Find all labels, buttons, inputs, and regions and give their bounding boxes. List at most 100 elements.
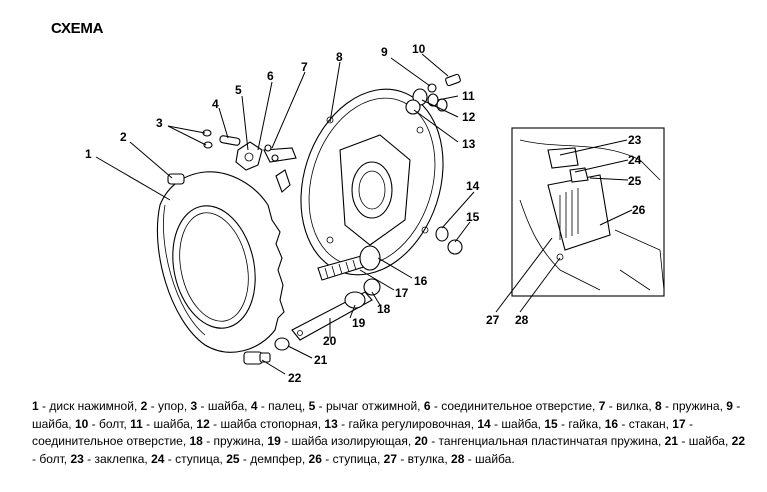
- washer-21-drawing: [274, 337, 290, 351]
- callout-20: 20: [323, 334, 337, 348]
- legend-item-8: 8 - пружина,: [655, 399, 727, 413]
- legend-item-13: 13 - гайка регулировочная,: [324, 416, 478, 431]
- legend-item-6: 6 - соединительное отверстие,: [423, 399, 599, 413]
- legend-item-10: 10 - болт,: [74, 416, 131, 431]
- legend-item-15: 15 - гайка,: [544, 416, 605, 431]
- release-lever-group-drawing: [202, 129, 297, 193]
- leader-lines: [95, 53, 633, 375]
- bolt-washer-stack-drawing: [405, 73, 461, 115]
- legend-item-23: 23 - заклепка,: [70, 451, 152, 466]
- driven-disc-drawing: [300, 88, 444, 276]
- pressure-disc-drawing: [156, 171, 285, 353]
- legend-item-5: 5 - рычаг отжимной,: [308, 399, 424, 413]
- legend-number: 6: [423, 399, 431, 413]
- callout-18: 18: [377, 302, 391, 316]
- callout-13: 13: [462, 137, 476, 151]
- legend-text: шайба: [688, 434, 725, 448]
- callout-22: 22: [288, 371, 302, 385]
- legend-text: шайба: [32, 416, 69, 431]
- legend-text: гайка: [568, 416, 599, 431]
- callout-16: 16: [414, 274, 428, 288]
- legend-number: 24: [151, 451, 165, 466]
- legend-number: 13: [324, 416, 338, 431]
- nut-15-drawing: [447, 239, 463, 255]
- legend-number: 18: [189, 434, 203, 448]
- legend-item-24: 24 - ступица,: [151, 451, 227, 466]
- legend-item-22: 22 - болт,: [32, 434, 745, 466]
- legend-number: 7: [598, 399, 606, 413]
- legend-item-28: 28 - шайба.: [451, 451, 515, 466]
- legend-number: 9: [726, 399, 733, 413]
- parts-legend: 1 - диск нажимной, 2 - упор, 3 - шайба, …: [32, 398, 747, 468]
- legend-item-21: 21 - шайба,: [664, 434, 732, 448]
- legend-text: пружина: [672, 399, 720, 413]
- legend-number: 1: [32, 399, 39, 413]
- legend-text: вилка: [616, 399, 649, 413]
- legend-number: 27: [383, 451, 397, 466]
- callout-11: 11: [462, 89, 475, 103]
- legend-item-2: 2 - упор,: [140, 399, 191, 413]
- legend-text: болт: [98, 416, 124, 431]
- legend-number: 5: [308, 399, 316, 413]
- callout-26: 26: [632, 203, 646, 217]
- legend-number: 14: [477, 416, 491, 431]
- callout-21: 21: [314, 353, 328, 367]
- legend-text: ступица: [175, 451, 220, 466]
- legend-text: втулка: [407, 451, 445, 466]
- legend-text: тангенциальная пластинчатая пружина: [438, 434, 658, 448]
- clutch-exploded-diagram: 1 2 3 4 5 6 7 8 9 10 11 12 13 14 15 16 1…: [85, 42, 665, 385]
- callout-7: 7: [301, 60, 308, 74]
- legend-text: шайба стопорная: [220, 416, 318, 431]
- legend-number: 26: [308, 451, 322, 466]
- callout-3: 3: [156, 116, 163, 130]
- legend-number: 28: [451, 451, 465, 466]
- legend-number: 17: [672, 416, 686, 431]
- legend-text: шайба: [153, 416, 190, 431]
- legend-item-17: 17 - соединительное отверстие,: [32, 416, 693, 449]
- legend-number: 21: [664, 434, 679, 448]
- tangential-spring-drawing: [291, 291, 373, 341]
- legend-item-9: 9 - шайба,: [32, 399, 741, 431]
- legend-item-11: 11 - шайба,: [130, 416, 197, 431]
- legend-item-18: 18 - пружина,: [189, 434, 268, 448]
- callout-25: 25: [628, 174, 642, 188]
- legend-number: 23: [70, 451, 84, 466]
- legend-item-27: 27 - втулка,: [383, 451, 452, 466]
- legend-item-25: 25 - демпфер,: [226, 451, 309, 466]
- callout-8: 8: [336, 50, 343, 64]
- legend-text: гайка регулировочная: [348, 416, 471, 431]
- legend-item-14: 14 - шайба,: [477, 416, 545, 431]
- legend-item-19: 19 - шайба изолирующая,: [267, 434, 415, 448]
- callout-12: 12: [462, 110, 476, 124]
- legend-text: ступица: [332, 451, 377, 466]
- legend-number: 19: [267, 434, 281, 448]
- callout-10: 10: [412, 42, 426, 56]
- legend-number: 12: [196, 416, 210, 431]
- legend-number: 22: [731, 434, 745, 448]
- callout-19: 19: [352, 316, 366, 330]
- legend-item-1: 1 - диск нажимной,: [32, 399, 141, 413]
- callout-2: 2: [120, 130, 127, 144]
- legend-text: заклепка: [94, 451, 145, 466]
- legend-text: стакан: [628, 416, 666, 431]
- callout-14: 14: [466, 179, 480, 193]
- callout-1: 1: [85, 147, 92, 161]
- legend-text: демпфер: [250, 451, 302, 466]
- legend-item-26: 26 - ступица,: [308, 451, 384, 466]
- legend-text: соединительное отверстие: [32, 434, 183, 448]
- legend-number: 25: [226, 451, 240, 466]
- legend-item-4: 4 - палец,: [250, 399, 309, 413]
- legend-number: 10: [74, 416, 89, 431]
- legend-item-20: 20 - тангенциальная пластинчатая пружина…: [414, 434, 665, 448]
- legend-number: 15: [544, 416, 558, 431]
- callout-6: 6: [267, 69, 274, 83]
- legend-item-3: 3 - шайба,: [190, 399, 251, 413]
- callout-4: 4: [212, 97, 219, 111]
- legend-text: шайба: [501, 416, 538, 431]
- legend-text: рычаг отжимной: [325, 399, 418, 413]
- hub-detail-inset: [511, 127, 665, 297]
- legend-text: шайба: [207, 399, 245, 413]
- legend-text: пружина: [213, 434, 261, 448]
- legend-number: 16: [604, 416, 619, 431]
- legend-number: 4: [250, 399, 258, 413]
